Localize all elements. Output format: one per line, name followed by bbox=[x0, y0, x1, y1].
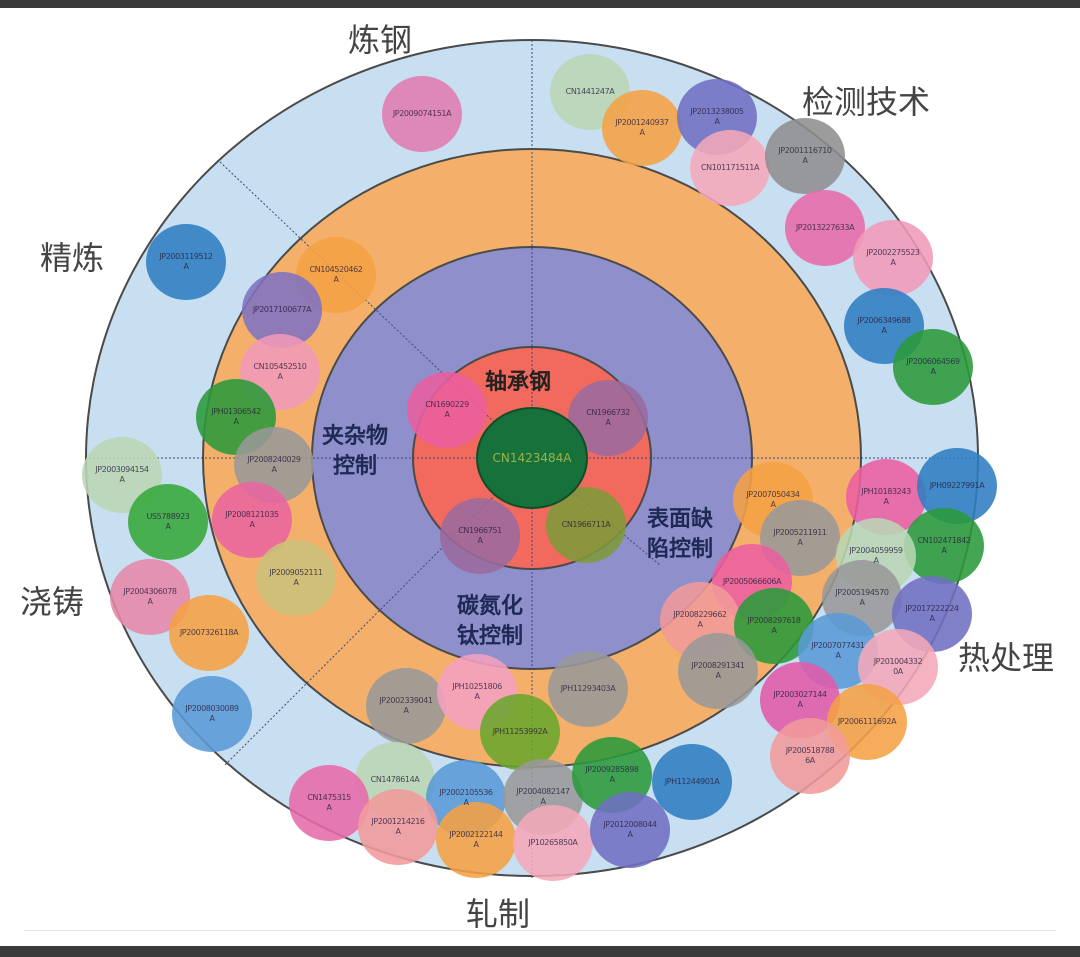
patent-bubble bbox=[440, 498, 520, 574]
patent-id: CN1690229 A bbox=[425, 400, 469, 419]
label-ticn-control: 碳氮化 钛控制 bbox=[456, 594, 524, 649]
label-surface-defect-control: 表面缺 陷控制 bbox=[646, 507, 714, 562]
patent-id: CN1478614A bbox=[370, 775, 420, 784]
patent-bubble bbox=[382, 76, 462, 152]
patent-id: JP2007326118A bbox=[179, 628, 239, 637]
patent-bubble bbox=[652, 744, 732, 820]
patent-id: CN1966711A bbox=[561, 520, 611, 529]
patent-id: JP2008229662 A bbox=[673, 610, 727, 629]
patent-id: JP2006111692A bbox=[837, 717, 897, 726]
patent-id: JPH11293403A bbox=[560, 684, 616, 693]
patent-bubble bbox=[548, 651, 628, 727]
patent-bubble bbox=[590, 792, 670, 868]
patent-id: CN1441247A bbox=[565, 87, 615, 96]
patent-id: JPH09227991A bbox=[929, 481, 985, 490]
patent-bubble bbox=[678, 633, 758, 709]
label-inclusion-control: 夹杂物 控制 bbox=[321, 424, 389, 479]
patent-id: CN101171511A bbox=[700, 163, 760, 172]
patent-id: JP2003094154 A bbox=[95, 465, 149, 484]
patent-id: JP2007050434 A bbox=[746, 490, 800, 509]
patent-id: JP2009285898 A bbox=[585, 765, 639, 784]
patent-id: JP2013227633A bbox=[795, 223, 855, 232]
patent-id: CN1966751 A bbox=[458, 526, 502, 545]
patent-bubble bbox=[172, 676, 252, 752]
patent-bubble bbox=[785, 190, 865, 266]
patent-id: JP2003027144 A bbox=[773, 690, 827, 709]
patent-id: JP2009052111 A bbox=[269, 568, 323, 587]
patent-id: JP2013238005 A bbox=[690, 107, 744, 126]
patent-id: JP2004059959 A bbox=[849, 546, 903, 565]
patent-id: JP2006064569 A bbox=[906, 357, 960, 376]
patent-bubble bbox=[366, 668, 446, 744]
patent-id: CN105452510 A bbox=[253, 362, 307, 381]
patent-id: JP2001116710 A bbox=[778, 146, 832, 165]
label-bearing-steel: 轴承钢 bbox=[484, 370, 552, 395]
patent-id: CN102471842 A bbox=[917, 536, 971, 555]
patent-id: JP2009074151A bbox=[392, 109, 452, 118]
patent-id: JPH11244901A bbox=[664, 777, 720, 786]
patent-bubble bbox=[358, 789, 438, 865]
patent-id: JP2012008044 A bbox=[603, 820, 657, 839]
patent-id: JP2004306078 A bbox=[123, 587, 177, 606]
divider bbox=[24, 930, 1056, 931]
patent-id: JP2008240029 A bbox=[247, 455, 301, 474]
patent-bubble bbox=[128, 484, 208, 560]
patent-id: JP2005211911 A bbox=[773, 528, 827, 547]
patent-bubble bbox=[436, 802, 516, 878]
patent-id: JPH11253992A bbox=[492, 727, 548, 736]
patent-id: JP2001214216 A bbox=[371, 817, 425, 836]
patent-id: JP2005066606A bbox=[722, 577, 782, 586]
patent-bubble bbox=[289, 765, 369, 841]
label-casting: 浇铸 bbox=[19, 583, 85, 621]
patent-bubble bbox=[770, 718, 850, 794]
patent-id: JP2017100677A bbox=[252, 305, 312, 314]
label-rolling: 轧制 bbox=[465, 895, 531, 933]
patent-id: JPH10251806 A bbox=[452, 682, 502, 701]
patent-id: JP2006349688 A bbox=[857, 316, 911, 335]
patent-bubble bbox=[765, 118, 845, 194]
patent-id: JP2002122144 A bbox=[449, 830, 503, 849]
patent-bubble bbox=[602, 90, 682, 166]
patent-id: JP2003119512 A bbox=[159, 252, 213, 271]
patent-id: JP2005194570 A bbox=[835, 588, 889, 607]
patent-bubble bbox=[480, 694, 560, 770]
patent-id: JP2001240937 A bbox=[615, 118, 669, 137]
patent-id: JPH01306542 A bbox=[211, 407, 261, 426]
label-inspection: 检测技术 bbox=[801, 83, 931, 121]
patent-id: JP2002275523 A bbox=[866, 248, 920, 267]
patent-id: JP201004332 0A bbox=[873, 657, 923, 676]
patent-bubble bbox=[256, 540, 336, 616]
patent-id: JP2008291341 A bbox=[691, 661, 745, 680]
patent-id: CN104520462 A bbox=[309, 265, 363, 284]
patent-id: JP2002105536 A bbox=[439, 788, 493, 807]
patent-bubble bbox=[146, 224, 226, 300]
patent-id: JP2002339041 A bbox=[379, 696, 433, 715]
patent-id: CN1966732 A bbox=[586, 408, 630, 427]
bottom-bar bbox=[0, 946, 1080, 957]
patent-bubble bbox=[853, 220, 933, 296]
patent-bubble bbox=[893, 329, 973, 405]
patent-bubble bbox=[904, 508, 984, 584]
patent-id: JP2004082147 A bbox=[516, 787, 570, 806]
center-patent: CN1423484A bbox=[476, 407, 588, 509]
patent-id: JP2007077431 A bbox=[811, 641, 865, 660]
label-refining: 精炼 bbox=[39, 239, 105, 277]
top-bar bbox=[0, 0, 1080, 8]
patent-id: JP2017222224 A bbox=[905, 604, 959, 623]
patent-bubble bbox=[690, 130, 770, 206]
label-heat-treatment: 热处理 bbox=[957, 639, 1055, 677]
patent-bubble bbox=[513, 805, 593, 881]
patent-id: JP2008030089 A bbox=[185, 704, 239, 723]
patent-id: JP2008121035 A bbox=[225, 510, 279, 529]
label-steelmaking: 炼钢 bbox=[347, 21, 413, 59]
patent-bubble bbox=[169, 595, 249, 671]
patent-bubble bbox=[407, 372, 487, 448]
patent-id: JP10265850A bbox=[528, 838, 578, 847]
patent-id: US5788923 A bbox=[146, 512, 190, 531]
patent-id: JP200518788 6A bbox=[785, 746, 835, 765]
patent-id: CN1475315 A bbox=[307, 793, 351, 812]
patent-id: JPH10183243 A bbox=[861, 487, 911, 506]
patent-id: JP2008297618 A bbox=[747, 616, 801, 635]
